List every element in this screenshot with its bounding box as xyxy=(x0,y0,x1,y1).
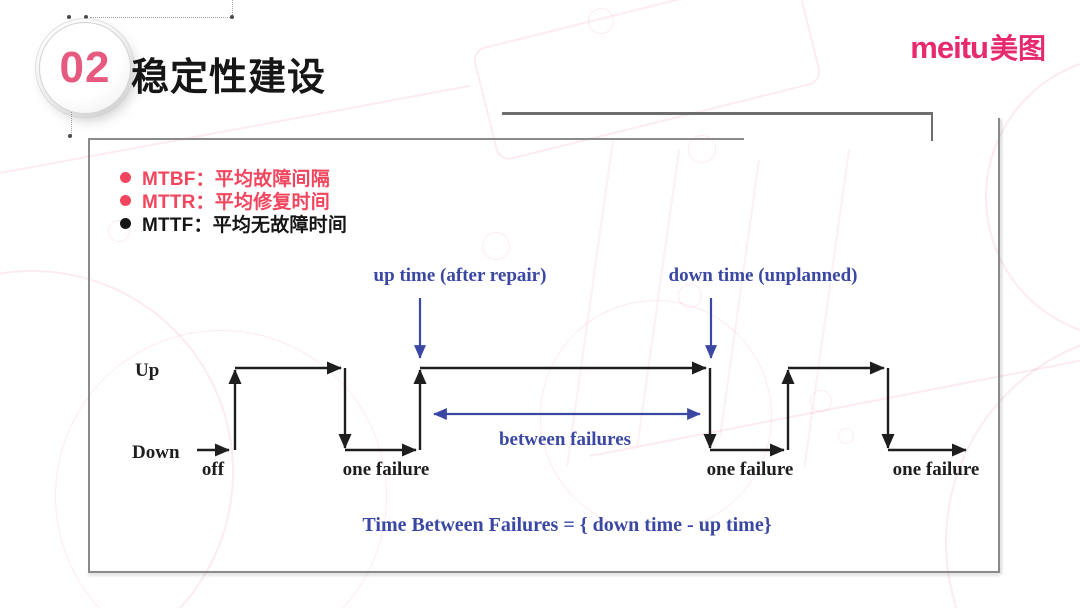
section-number: 02 xyxy=(59,43,111,92)
dot-ornament xyxy=(67,15,71,19)
uptime-downtime-diagram xyxy=(197,298,967,457)
down-axis-label: Down xyxy=(132,442,180,463)
header-rule-vertical xyxy=(930,112,933,141)
one-failure-label: one failure xyxy=(892,459,980,480)
dotted-line xyxy=(70,108,72,135)
definition-list: MTBF：平均故障间隔 MTTR：平均修复时间 MTTF：平均无故障时间 xyxy=(120,166,348,236)
one-failure-label: one failure xyxy=(706,459,794,480)
brand-logo-cjk: 美图 xyxy=(989,33,1046,64)
bullet-icon xyxy=(120,171,131,183)
header-rule-horizontal xyxy=(502,112,933,115)
page-title: 稳定性建设 xyxy=(131,57,327,99)
dot-ornament xyxy=(68,134,72,138)
section-number-badge: 02 xyxy=(35,18,135,118)
brand-logo-latin: meitu xyxy=(910,30,989,65)
content-panel: MTBF：平均故障间隔 MTTR：平均修复时间 MTTF：平均无故障时间 xyxy=(88,118,1000,573)
dot-ornament xyxy=(230,15,234,19)
dotted-line xyxy=(231,0,233,17)
between-failures-annotation: between failures xyxy=(498,429,632,450)
list-item-mttf: MTTF：平均无故障时间 xyxy=(120,212,348,236)
list-item-mtbf: MTBF：平均故障间隔 xyxy=(120,166,347,190)
list-item-text: MTBF：平均故障间隔 xyxy=(142,168,330,190)
list-item-mttr: MTTR：平均修复时间 xyxy=(120,189,347,213)
dot-ornament xyxy=(84,15,88,19)
one-failure-label: one failure xyxy=(342,459,430,480)
brand-logo: meitu 美图 xyxy=(910,27,1046,67)
list-item-text: MTTF：平均无故障时间 xyxy=(142,214,348,236)
annotation-arrows xyxy=(413,298,718,421)
panel-border-bottom xyxy=(88,570,1000,573)
mtbf-formula: Time Between Failures = { down time - up… xyxy=(362,514,772,536)
bullet-icon xyxy=(120,217,131,229)
downtime-annotation: down time (unplanned) xyxy=(668,265,858,286)
panel-border-right xyxy=(997,118,1000,573)
up-axis-label: Up xyxy=(135,360,160,381)
waveform xyxy=(197,361,967,457)
off-label: off xyxy=(201,459,225,480)
watermark-circle xyxy=(588,8,614,34)
panel-border-top xyxy=(88,138,744,141)
dotted-line xyxy=(90,17,232,18)
uptime-annotation: up time (after repair) xyxy=(373,265,547,286)
bullet-icon xyxy=(120,194,131,206)
panel-border-left xyxy=(88,138,91,573)
list-item-text: MTTR：平均修复时间 xyxy=(142,191,330,213)
